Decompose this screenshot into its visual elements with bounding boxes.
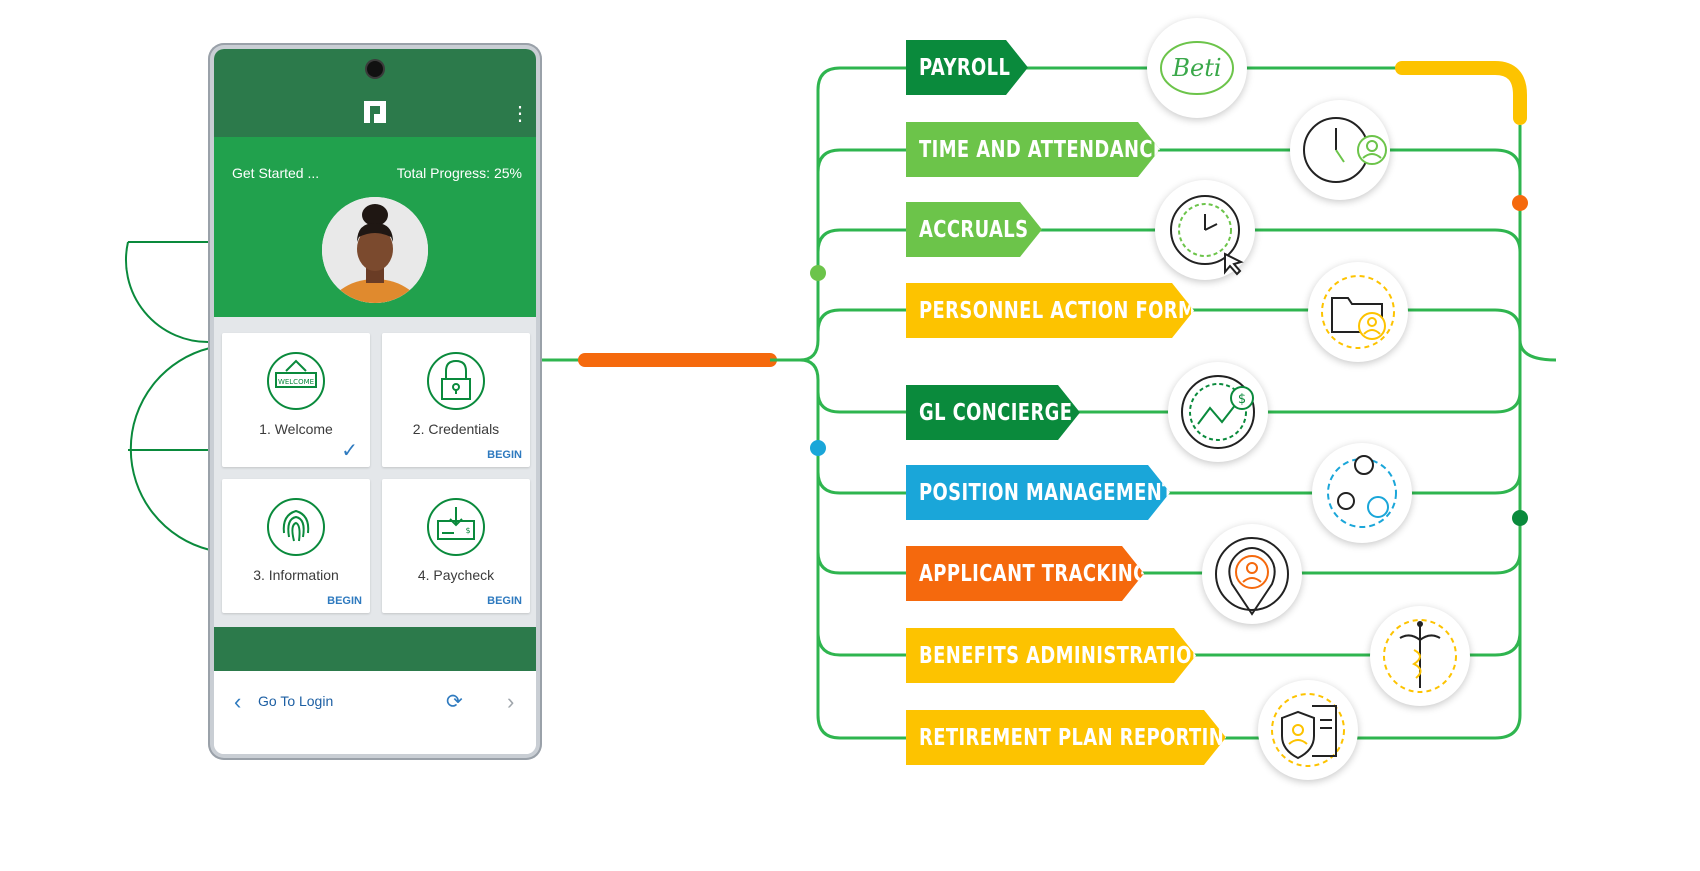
- module-tag-retirement-plan-reporting: RETIREMENT PLAN REPORTING: [906, 710, 1226, 765]
- step-card-credentials[interactable]: 2. Credentials BEGIN: [382, 333, 530, 467]
- location-person-icon: [1215, 537, 1289, 616]
- total-progress-label: Total Progress: 25%: [396, 165, 522, 181]
- badge-position-management: [1312, 443, 1412, 543]
- step-label: 3. Information: [253, 567, 339, 583]
- module-label: PAYROLL: [919, 54, 1011, 81]
- onboarding-steps: WELCOME 1. Welcome ✓ 2. Credentials BEGI…: [214, 317, 536, 627]
- padlock-icon: [427, 352, 485, 410]
- fingerprint-icon: [267, 498, 325, 556]
- badge-personnel-action-forms: [1308, 262, 1408, 362]
- step-label: 1. Welcome: [259, 421, 333, 437]
- refresh-icon[interactable]: ⟳: [446, 691, 463, 713]
- step-card-information[interactable]: 3. Information BEGIN: [222, 479, 370, 613]
- module-tag-time-and-attendance: TIME AND ATTENDANCE: [906, 122, 1160, 177]
- module-label: RETIREMENT PLAN REPORTING: [919, 724, 1240, 751]
- chevron-right-icon[interactable]: ›: [507, 689, 515, 714]
- caduceus-icon: [1383, 619, 1457, 693]
- module-tag-benefits-administration: BENEFITS ADMINISTRATION: [906, 628, 1196, 683]
- check-icon: ✓: [341, 440, 358, 462]
- svg-text:$: $: [1238, 392, 1246, 407]
- module-label: PERSONNEL ACTION FORMS: [919, 297, 1210, 324]
- go-to-login-link[interactable]: Go To Login: [258, 693, 334, 709]
- module-tag-accruals: ACCRUALS: [906, 202, 1042, 257]
- left-brace: [799, 66, 906, 740]
- welcome-sign-icon: WELCOME: [267, 352, 325, 410]
- module-tag-payroll: PAYROLL: [906, 40, 1028, 95]
- phone-mockup: ⋮ Get Started ... Total Progress: 25%: [208, 43, 542, 760]
- module-label: POSITION MANAGEMENT: [919, 479, 1175, 506]
- module-label: APPLICANT TRACKING: [919, 560, 1149, 587]
- dot-orange: [1512, 195, 1528, 211]
- footer-band: [214, 627, 536, 671]
- badge-accruals: [1155, 180, 1255, 280]
- camera-icon: [367, 61, 383, 77]
- paycheck-icon: $: [427, 498, 485, 556]
- phone-screen: ⋮ Get Started ... Total Progress: 25%: [214, 49, 536, 754]
- step-card-paycheck[interactable]: $ 4. Paycheck BEGIN: [382, 479, 530, 613]
- step-label: 4. Paycheck: [417, 567, 495, 583]
- bottom-nav: ‹ Go To Login ⟳ ›: [214, 671, 536, 754]
- badge-benefits-administration: [1370, 606, 1470, 706]
- badge-gl-concierge: $: [1168, 362, 1268, 462]
- module-tag-personnel-action-forms: PERSONNEL ACTION FORMS: [906, 283, 1194, 338]
- svg-text:$: $: [465, 526, 470, 535]
- begin-button[interactable]: BEGIN: [487, 449, 522, 461]
- get-started-label: Get Started ...: [232, 165, 320, 181]
- module-label: ACCRUALS: [919, 216, 1029, 243]
- clock-person-icon: [1303, 117, 1387, 183]
- dot-blue: [810, 440, 826, 456]
- step-label: 2. Credentials: [412, 421, 500, 437]
- module-tag-gl-concierge: GL CONCIERGE: [906, 385, 1080, 440]
- yellow-accent: [1395, 61, 1527, 125]
- person-photo-icon: [322, 197, 428, 303]
- dot-light-green: [810, 265, 826, 281]
- badge-payroll: Beti: [1147, 18, 1247, 118]
- people-cycle-icon: [1327, 455, 1397, 528]
- module-tag-applicant-tracking: APPLICANT TRACKING: [906, 546, 1144, 601]
- folder-person-icon: [1321, 275, 1395, 349]
- menu-kebab-icon[interactable]: ⋮: [510, 103, 530, 125]
- begin-button[interactable]: BEGIN: [327, 595, 362, 607]
- chevron-left-icon[interactable]: ‹: [234, 689, 242, 714]
- dot-dark-green: [1512, 510, 1528, 526]
- app-logo-icon: [364, 101, 386, 123]
- beti-logo-icon: Beti: [1160, 41, 1234, 95]
- module-label: GL CONCIERGE: [919, 399, 1073, 426]
- clock-cursor-icon: [1170, 195, 1244, 276]
- decorative-arcs: [125, 241, 211, 551]
- module-label: BENEFITS ADMINISTRATION: [919, 642, 1208, 669]
- app-header: ⋮: [214, 49, 536, 137]
- badge-retirement-plan-reporting: [1258, 680, 1358, 780]
- badge-applicant-tracking: [1202, 524, 1302, 624]
- module-label: TIME AND ATTENDANCE: [919, 136, 1166, 163]
- dollar-chart-icon: $: [1181, 375, 1255, 449]
- beti-logo-text: Beti: [1171, 54, 1221, 82]
- avatar: [322, 197, 428, 303]
- module-tag-position-management: POSITION MANAGEMENT: [906, 465, 1170, 520]
- badge-time-and-attendance: [1290, 100, 1390, 200]
- begin-button[interactable]: BEGIN: [487, 595, 522, 607]
- progress-hero: Get Started ... Total Progress: 25%: [214, 137, 536, 317]
- shield-document-icon: [1271, 693, 1345, 767]
- step-card-welcome[interactable]: WELCOME 1. Welcome ✓: [222, 333, 370, 467]
- svg-text:WELCOME: WELCOME: [278, 378, 314, 386]
